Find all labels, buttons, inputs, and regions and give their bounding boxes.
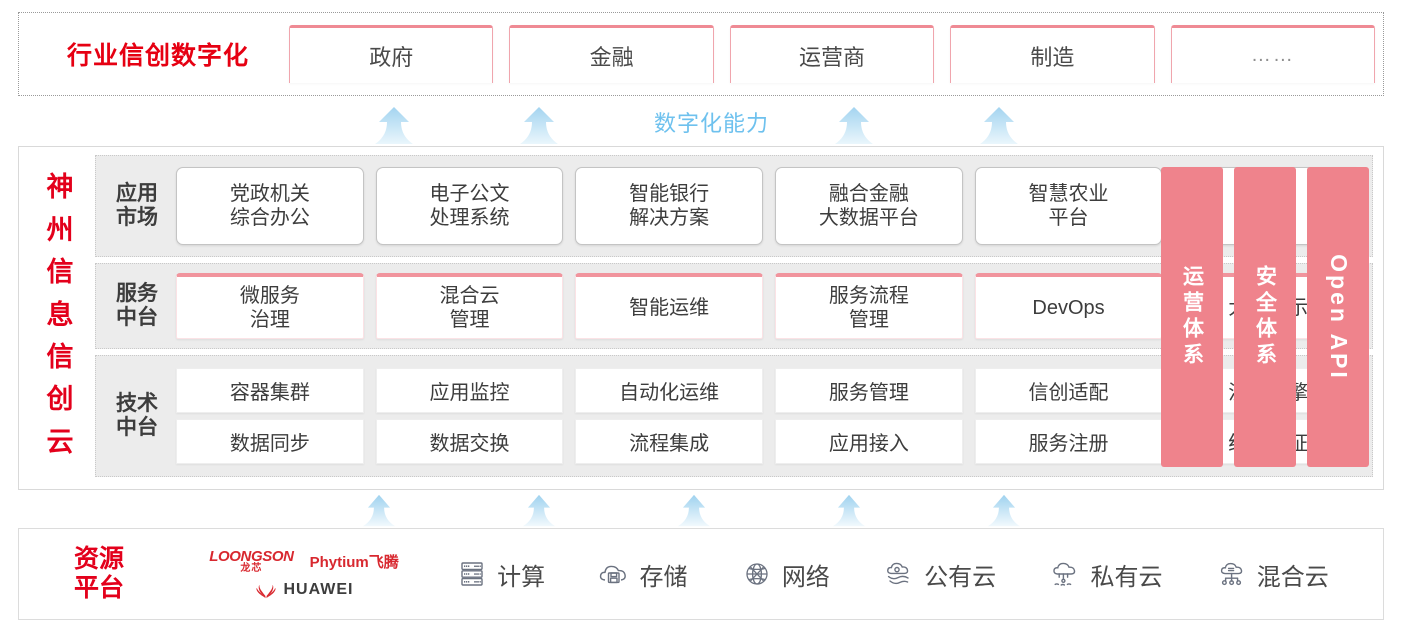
app-card-smart-agriculture[interactable]: 智慧农业平台 [974,167,1163,245]
network-globe-icon [746,563,768,585]
cloud-title-char: 云 [46,426,74,457]
industry-card-manufacturing[interactable]: 制造 [950,25,1155,83]
arrow-up-icon [375,107,413,144]
cloud-title-char: 信 [46,341,74,372]
pillar-security-system[interactable]: 安全体系 [1234,167,1296,467]
tech-card-service-registry[interactable]: 服务注册 [974,419,1163,464]
app-card-edoc-system[interactable]: 电子公文处理系统 [375,167,564,245]
resource-item-public-cloud[interactable]: 公有云 [882,557,996,592]
resource-label-compute: 计算 [497,563,546,591]
industry-card-government[interactable]: 政府 [289,25,494,83]
resource-label-storage: 存储 [639,563,688,591]
public-cloud-icon [887,562,909,585]
cloud-title-char: 息 [46,299,74,330]
tech-card-data-sync[interactable]: 数据同步 [176,419,364,464]
hybrid-cloud-icon [1220,562,1243,586]
resource-platform-band: 资源 平台 LOONGSON 龙芯 Phytium飞腾 HUA [18,528,1384,620]
loongson-logo: LOONGSON 龙芯 [209,548,294,574]
tech-card-data-exchange[interactable]: 数据交换 [375,419,564,464]
layer-label-app-market: 应用 市场 [116,181,158,229]
server-icon [461,562,483,586]
tech-card-xinchuang-adaptation[interactable]: 信创适配 [974,368,1163,413]
vendor-logo-row-2: HUAWEI [255,581,354,599]
resource-item-list: 计算 存储 网络 [429,557,1383,592]
vendor-logo-row-1: LOONGSON 龙芯 Phytium飞腾 [209,549,399,574]
capability-label: 数字化能力 [654,111,770,136]
svc-card-hybrid-cloud-mgmt[interactable]: 混合云管理 [375,273,564,339]
resource-item-network[interactable]: 网络 [740,557,830,592]
resource-item-storage[interactable]: 存储 [597,557,687,592]
resource-arrow-strip-bottom [18,490,1384,528]
pillar-open-api[interactable]: Open API [1307,167,1369,467]
side-pillars: 运营体系 安全体系 Open API [1161,167,1369,467]
industry-card-telecom[interactable]: 运营商 [729,25,935,83]
tech-card-container-cluster[interactable]: 容器集群 [176,368,364,413]
resource-item-hybrid-cloud[interactable]: 混合云 [1215,557,1329,592]
industry-title: 行业信创数字化 [66,42,249,70]
huawei-flower-icon [255,584,276,599]
phytium-logo: Phytium飞腾 [309,554,399,571]
layer-label-service-platform: 服务 中台 [116,281,158,329]
resource-item-private-cloud[interactable]: 私有云 [1048,557,1162,592]
tech-card-app-monitoring[interactable]: 应用监控 [375,368,564,413]
arrow-up-icon [362,494,396,527]
tech-card-service-mgmt[interactable]: 服务管理 [775,368,963,413]
resource-item-compute[interactable]: 计算 [455,557,545,592]
arrow-up-icon [520,107,558,144]
industry-card-list: 政府 金融 运营商 制造 …… [289,25,1376,83]
svc-card-microservice-governance[interactable]: 微服务治理 [176,273,364,339]
cloud-storage-icon [600,565,627,584]
industry-band: 行业信创数字化 政府 金融 运营商 制造 …… [18,12,1384,96]
cloud-layer-stack: 应用 市场 党政机关综合办公 电子公文处理系统 智能银行解决方案 融合金融大数据… [95,155,1373,481]
capability-arrow-strip-top: 数字化能力 [18,100,1384,146]
huawei-logo: HUAWEI [255,581,354,599]
industry-card-finance[interactable]: 金融 [509,25,714,83]
resource-label-network: 网络 [781,563,830,591]
vendor-logo-group: LOONGSON 龙芯 Phytium飞腾 HUAWEI [179,549,429,599]
huawei-wordmark: HUAWEI [283,581,354,598]
svc-card-smart-ops[interactable]: 智能运维 [575,273,764,339]
tech-card-process-integration[interactable]: 流程集成 [575,419,764,464]
arrow-up-icon [677,494,711,527]
tech-card-automated-ops[interactable]: 自动化运维 [575,368,764,413]
app-card-party-gov-office[interactable]: 党政机关综合办公 [176,167,364,245]
cloud-title-char: 神 [46,172,74,203]
cloud-title-char: 创 [46,384,74,415]
tech-card-app-access[interactable]: 应用接入 [775,419,963,464]
resource-label-public-cloud: 公有云 [924,563,997,591]
svc-card-devops[interactable]: DevOps [974,273,1163,339]
arrow-up-icon [980,107,1018,144]
pillar-operations-system[interactable]: 运营体系 [1161,167,1223,467]
layer-label-tech-platform: 技术 中台 [116,391,158,439]
app-card-smart-bank[interactable]: 智能银行解决方案 [575,167,764,245]
resource-label-hybrid-cloud: 混合云 [1256,563,1329,591]
svc-card-service-process-mgmt[interactable]: 服务流程管理 [775,273,963,339]
cloud-title-char: 州 [46,214,74,245]
app-card-finance-bigdata[interactable]: 融合金融大数据平台 [775,167,963,245]
arrow-up-icon [987,494,1021,527]
private-cloud-icon [1053,562,1076,586]
cloud-platform-box: 神 州 信 息 信 创 云 应用 市场 党政机关综合办公 电子公文处理系统 智能… [18,146,1384,490]
resource-label-private-cloud: 私有云 [1090,563,1163,591]
resource-platform-title: 资源 平台 [73,545,124,602]
cloud-platform-title: 神 州 信 息 信 创 云 [25,155,95,481]
arrow-up-icon [522,494,556,527]
arrow-up-icon [835,107,873,144]
arrow-up-icon [832,494,866,527]
cloud-title-char: 信 [46,257,74,288]
industry-card-more[interactable]: …… [1170,25,1376,83]
